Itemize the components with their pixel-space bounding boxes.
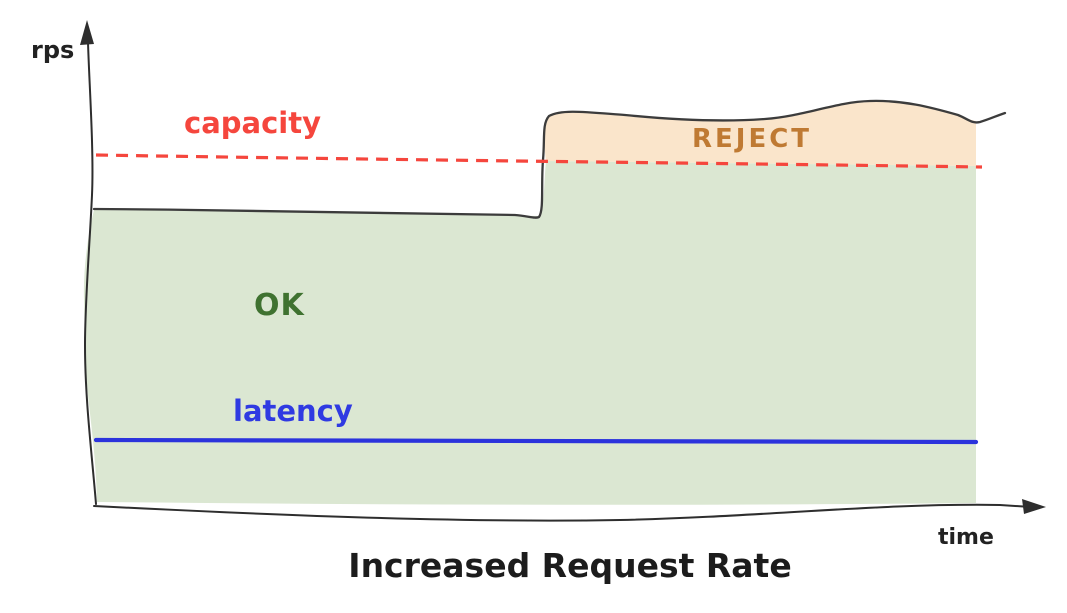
ok-label: OK bbox=[254, 288, 305, 323]
y-axis-label: rps bbox=[31, 36, 75, 64]
y-axis-arrowhead-icon bbox=[80, 20, 94, 45]
chart-title: Increased Request Rate bbox=[348, 546, 792, 585]
latency-label: latency bbox=[233, 394, 353, 428]
reject-region bbox=[544, 101, 976, 166]
reject-label: REJECT bbox=[692, 124, 813, 154]
capacity-label: capacity bbox=[184, 106, 321, 140]
capacity-line bbox=[95, 153, 983, 169]
x-axis-label: time bbox=[938, 525, 994, 550]
x-axis-line bbox=[93, 503, 1032, 522]
y-axis-line bbox=[83, 41, 97, 505]
ok-region bbox=[83, 161, 976, 505]
latency-line bbox=[93, 437, 979, 445]
x-axis-arrowhead-icon bbox=[1022, 499, 1046, 514]
request-rate-line bbox=[92, 99, 1007, 219]
